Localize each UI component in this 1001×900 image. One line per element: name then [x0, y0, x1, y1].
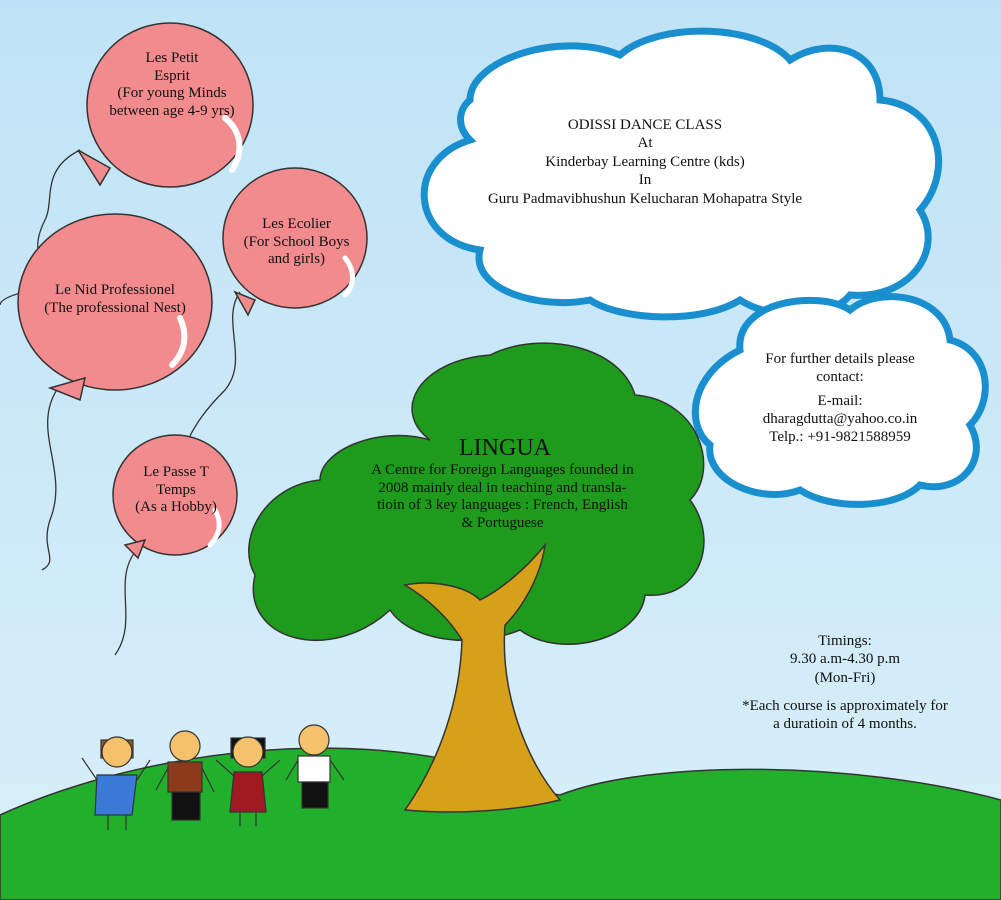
lingua-desc-line-1: A Centre for Foreign Languages founded i…	[371, 462, 634, 478]
balloon-ecolier-line-1: Les Ecolier	[262, 216, 331, 232]
balloon-passe-line-3: (As a Hobby)	[135, 499, 217, 516]
dance-class-line-1: ODISSI DANCE CLASS	[567, 117, 723, 133]
balloon-petit-line-1: Les Petit	[145, 50, 199, 66]
balloon-nid-line-2: (The professional Nest)	[44, 299, 186, 316]
dance-class-line-2: At	[637, 135, 653, 152]
lingua-description: A Centre for Foreign Languages founded i…	[330, 462, 675, 533]
balloon-passe-temps	[112, 434, 238, 560]
balloon-nid-professionel	[17, 213, 213, 402]
balloon-passe-line-1: Le Passe T	[143, 464, 209, 480]
balloon-nid-text: Le Nid Professionel (The professional Ne…	[20, 282, 210, 317]
timings-label: Timings:	[818, 633, 872, 649]
kid-boy-white	[285, 724, 345, 809]
kid-boy-brown	[155, 730, 215, 821]
dance-class-line-5: Guru Padmavibhushun Kelucharan Mohapatra…	[487, 190, 803, 207]
contact-email-label: E-mail:	[817, 393, 863, 409]
course-duration-line-1: *Each course is approximately for	[742, 697, 948, 714]
balloon-passe-line-2: Temps	[156, 481, 196, 498]
balloon-nid-line-1: Le Nid Professionel	[55, 282, 175, 298]
balloon-ecolier-line-2: (For School Boys	[243, 233, 350, 250]
dance-class-line-3: Kinderbay Learning Centre (kds)	[545, 153, 745, 170]
lingua-desc-line-2: 2008 mainly deal in teaching and transla…	[378, 479, 627, 496]
tree-trunk	[402, 542, 562, 813]
timings-block: Timings: 9.30 a.m-4.30 p.m (Mon-Fri) *Ea…	[700, 632, 990, 733]
balloon-petit-text: Les Petit Esprit (For young Minds betwee…	[92, 50, 252, 121]
kid-girl-blue	[81, 736, 151, 830]
kid-girl-red	[215, 736, 281, 826]
lingua-title: LINGUA	[459, 435, 551, 461]
dance-class-line-4: In	[638, 172, 652, 189]
dance-class-text: ODISSI DANCE CLASS At Kinderbay Learning…	[430, 116, 860, 208]
balloon-petit-line-4: between age 4-9 yrs)	[109, 103, 235, 120]
lingua-desc-line-3: tioin of 3 key languages : French, Engli…	[377, 497, 628, 514]
balloon-ecolier-line-3: and girls)	[267, 251, 326, 268]
dance-class-cloud	[420, 27, 943, 321]
contact-line-1: For further details please	[765, 351, 915, 367]
contact-line-2: contact:	[816, 369, 864, 385]
timings-days: (Mon-Fri)	[814, 669, 876, 686]
contact-text: For further details please contact: E-ma…	[730, 350, 950, 446]
balloon-ecolier-text: Les Ecolier (For School Boys and girls)	[224, 216, 369, 269]
contact-phone: Telp.: +91-9821588959	[769, 429, 911, 445]
contact-cloud	[691, 293, 989, 508]
timings-hours: 9.30 a.m-4.30 p.m	[790, 651, 900, 668]
contact-email[interactable]: dharagdutta@yahoo.co.in	[762, 411, 918, 427]
course-duration-line-2: a duratioin of 4 months.	[773, 716, 917, 733]
balloon-petit-line-2: Esprit	[154, 67, 190, 84]
tree-canopy	[248, 342, 705, 645]
balloon-passe-text: Le Passe T Temps (As a Hobby)	[120, 464, 232, 517]
balloon-ecolier	[222, 167, 368, 317]
balloon-petit-esprit	[77, 22, 254, 188]
lingua-desc-line-4: & Portuguese	[461, 515, 544, 532]
balloon-petit-line-3: (For young Minds	[117, 85, 227, 102]
